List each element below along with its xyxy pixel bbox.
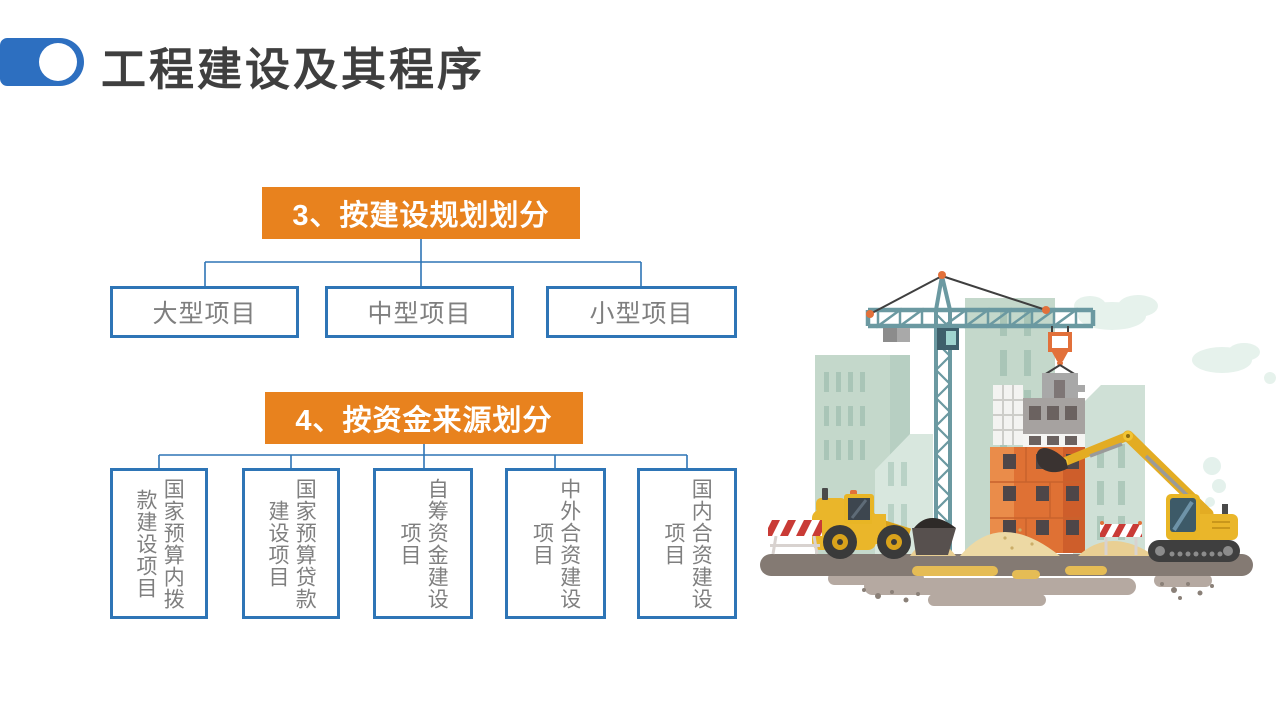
ground-road-icon (760, 554, 1253, 606)
section4-item-state-budget-allocation: 国家预算内拨 款建设项目 (110, 468, 208, 619)
page-title: 工程建设及其程序 (101, 44, 486, 95)
section4-item-domestic-jv: 国内合资建设 项目 (637, 468, 737, 619)
section3-connectors (204, 239, 642, 286)
section4-item-sino-foreign-jv: 中外合资建设 项目 (505, 468, 606, 619)
vertical-label: 国家预算内拨 款建设项目 (134, 477, 185, 610)
clouds-icon (1074, 295, 1276, 384)
excavator-icon (1036, 430, 1240, 562)
vertical-label: 自筹资金建设 项目 (398, 477, 449, 610)
section3-item-large-project: 大型项目 (110, 286, 299, 338)
vertical-label: 中外合资建设 项目 (530, 477, 581, 610)
section4-header: 4、按资金来源划分 (265, 392, 583, 444)
vertical-label: 国家预算贷款 建设项目 (266, 477, 317, 610)
traffic-barrier-left-icon (768, 520, 822, 555)
section3-item-medium-project: 中型项目 (325, 286, 514, 338)
title-bullet-decoration (0, 38, 84, 86)
building-under-construction-icon (990, 385, 1085, 553)
title-bullet-circle-icon (39, 43, 77, 81)
section3-header: 3、按建设规划划分 (262, 187, 580, 239)
section3-item-small-project: 小型项目 (546, 286, 737, 338)
wheel-loader-icon (812, 488, 956, 559)
vertical-label: 国内合资建设 项目 (662, 477, 713, 610)
section4-item-self-raised-funds: 自筹资金建设 项目 (373, 468, 473, 619)
construction-site-illustration (760, 271, 1276, 606)
traffic-barrier-right-icon (1100, 521, 1142, 555)
section4-connectors (158, 444, 688, 468)
section4-item-state-budget-loan: 国家预算贷款 建设项目 (242, 468, 340, 619)
